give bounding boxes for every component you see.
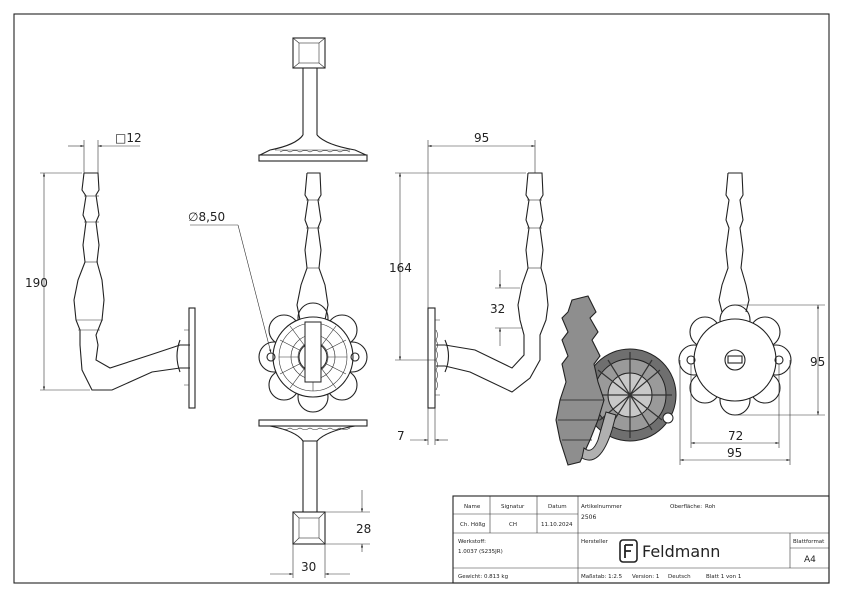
tb-massstab: Maßstab: 1:2.5: [581, 574, 623, 580]
isometric-view: [555, 295, 677, 466]
dim-width-top: 95: [474, 131, 489, 145]
tb-blattformat-label: Blattformat: [793, 539, 825, 545]
tb-hersteller-label: Hersteller: [581, 539, 609, 545]
tb-oberflaeche-value: Roh: [705, 504, 716, 510]
tb-werkstoff-label: Werkstoff:: [458, 539, 486, 545]
bottom-view: [258, 419, 370, 578]
dim-base-height: 28: [356, 522, 371, 536]
front-view: [190, 172, 368, 413]
tb-version: Version: 1: [632, 574, 659, 580]
tb-gewicht: Gewicht: 0.813 kg: [458, 574, 508, 580]
tb-header-datum: Datum: [548, 504, 567, 510]
dim-height-mid: 164: [389, 261, 412, 275]
tb-blattformat-value: A4: [804, 555, 816, 565]
dim-rosette-width: 95: [727, 446, 742, 460]
tb-header-signatur: Signatur: [501, 504, 525, 510]
rear-view: [678, 172, 825, 465]
dim-square: □12: [115, 131, 142, 145]
tb-artikel-value: 2506: [581, 514, 596, 521]
dim-height-left: 190: [25, 276, 48, 290]
dim-base-width: 30: [301, 560, 316, 574]
tb-value-signatur: CH: [509, 522, 517, 528]
sheet-border: [13, 13, 830, 584]
top-view: [258, 37, 368, 162]
brand-logo-text: Feldmann: [642, 542, 720, 561]
tb-value-name: Ch. Hößg: [460, 522, 485, 528]
dim-hole-spacing: 72: [728, 429, 743, 443]
tb-header-name: Name: [464, 504, 481, 510]
title-block: [452, 495, 830, 584]
tb-oberflaeche-label: Oberfläche:: [670, 504, 702, 510]
side-view-right: [395, 140, 549, 445]
tb-werkstoff-value: 1.0037 (S235JR): [458, 549, 503, 555]
dim-spacing: 32: [490, 302, 505, 316]
side-view-left: [40, 140, 196, 409]
tb-artikel-label: Artikelnummer: [581, 504, 623, 510]
tb-sprache: Deutsch: [668, 574, 691, 580]
dim-plate-thickness: 7: [397, 429, 405, 443]
dim-rosette-height: 95: [810, 355, 825, 369]
tb-value-datum: 11.10.2024: [541, 522, 573, 528]
tb-blatt: Blatt 1 von 1: [706, 574, 741, 580]
dim-diameter: ∅8,50: [188, 210, 225, 224]
